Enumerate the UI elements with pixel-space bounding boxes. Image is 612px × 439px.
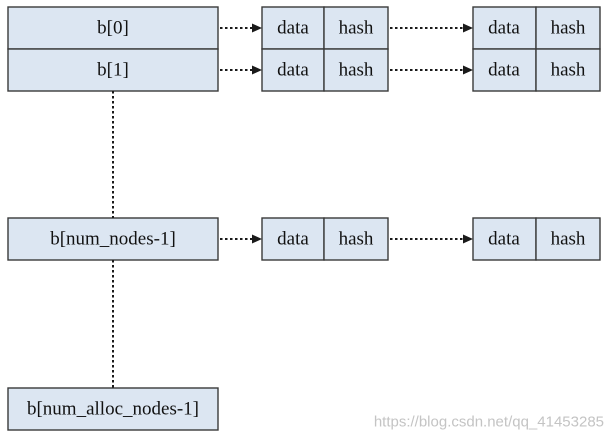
node-row1-second: data hash [472,48,601,92]
node-hash-label: hash [551,229,586,250]
node-data-label: data [488,18,520,39]
bucket-num-alloc-nodes: b[num_alloc_nodes-1] [7,387,219,431]
node-data-label: data [488,60,520,81]
node-row0-second: data hash [472,6,601,50]
node-row0-first: data hash [261,6,389,50]
arrow-b1-to-node [220,65,262,75]
bucket-b0-label: b[0] [97,18,129,39]
node-data-label: data [277,229,309,250]
node-data-label: data [277,60,309,81]
node-hash-label: hash [339,229,374,250]
arrow-row0-node-to-node [390,23,473,33]
node-hash-label: hash [339,18,374,39]
bucket-b1-label: b[1] [97,60,129,81]
node-data-label: data [488,229,520,250]
node-hash-label: hash [551,60,586,81]
arrow-rowN-node-to-node [390,234,473,244]
bucket-num-alloc-nodes-label: b[num_alloc_nodes-1] [27,399,199,420]
node-rowN-first: data hash [261,217,389,261]
arrow-bN-to-node [220,234,262,244]
arrow-row1-node-to-node [390,65,473,75]
bucket-num-nodes-label: b[num_nodes-1] [50,229,176,250]
node-data-label: data [277,18,309,39]
bucket-b0: b[0] [7,6,219,50]
arrow-b0-to-node [220,23,262,33]
node-hash-label: hash [551,18,586,39]
node-rowN-second: data hash [472,217,601,261]
watermark-text: https://blog.csdn.net/qq_41453285 [374,414,604,431]
bucket-b1: b[1] [7,48,219,92]
node-hash-label: hash [339,60,374,81]
bucket-num-nodes: b[num_nodes-1] [7,217,219,261]
node-row1-first: data hash [261,48,389,92]
